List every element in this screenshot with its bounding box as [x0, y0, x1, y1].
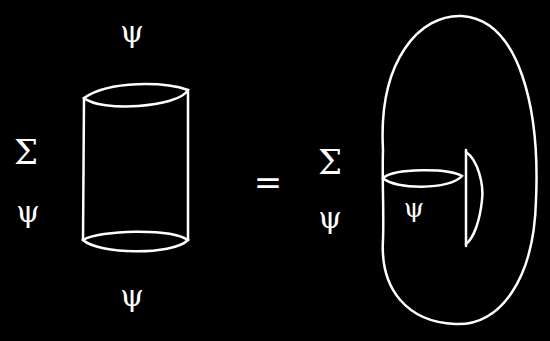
cut-label: ψ — [404, 195, 424, 221]
torus — [383, 16, 537, 324]
equals-sign: = — [254, 165, 283, 199]
sum-symbol: Σ — [318, 145, 342, 179]
end-label: ψ — [120, 281, 144, 311]
end-label: ψ — [120, 17, 144, 47]
sum-index: ψ — [16, 197, 40, 227]
sum-symbol: Σ — [14, 135, 38, 169]
sum-index: ψ — [318, 203, 342, 233]
cylinder — [83, 84, 188, 251]
